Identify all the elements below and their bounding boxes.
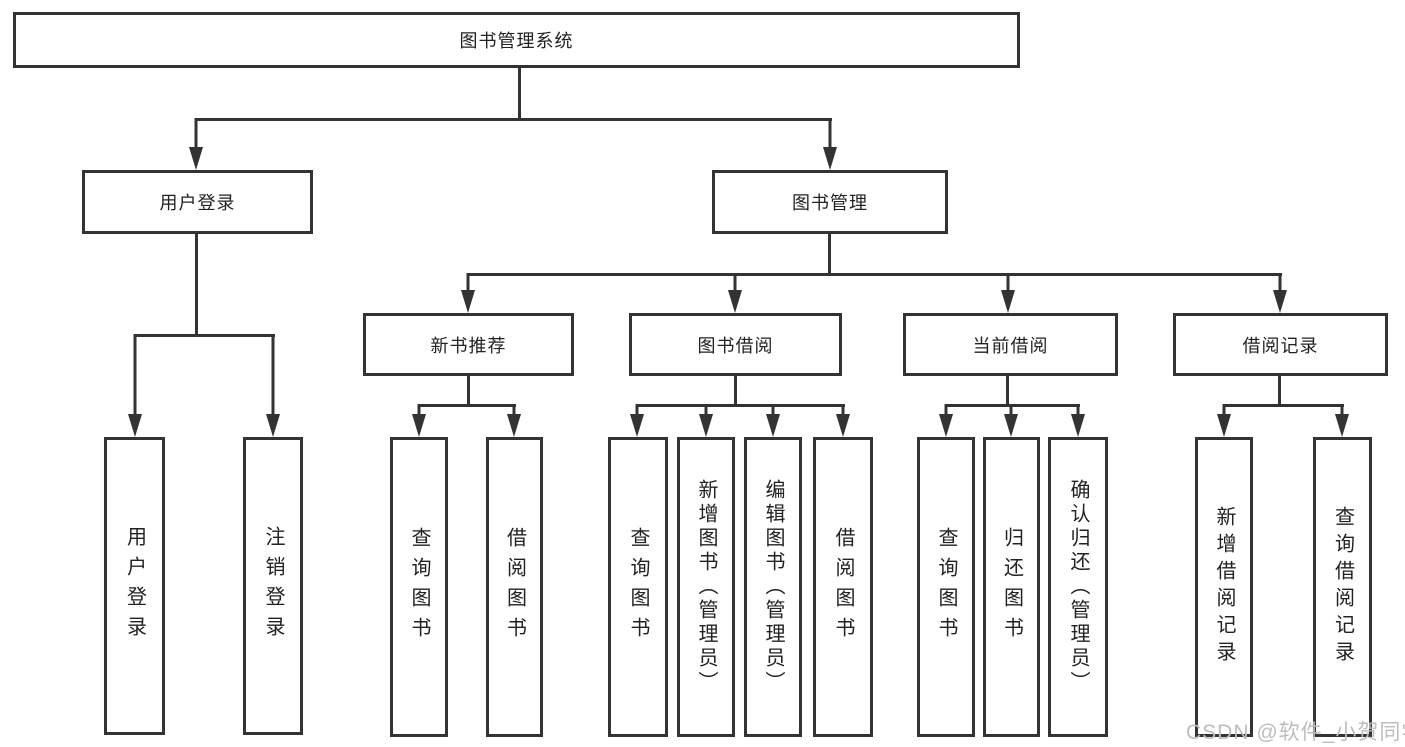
leaf-confirm-return-admin-label: 确认归还（管理员） bbox=[1067, 479, 1089, 695]
arrow-down-borrow-records bbox=[1273, 273, 1287, 313]
leaf-logout: 注销登录 bbox=[243, 437, 303, 735]
leaf-borrow-book-1: 借阅图书 bbox=[486, 437, 543, 737]
leaf-borrow-book-2: 借阅图书 bbox=[813, 437, 873, 737]
connector-user-login-stem bbox=[195, 234, 198, 337]
arrow-down-return-book bbox=[1004, 404, 1018, 437]
arrow-down-user-login bbox=[189, 118, 203, 170]
leaf-user-login: 用户登录 bbox=[104, 437, 165, 735]
leaf-add-book-admin: 新增图书（管理员） bbox=[677, 437, 735, 737]
leaf-return-book: 归还图书 bbox=[983, 437, 1040, 737]
arrow-down-add-record bbox=[1217, 404, 1231, 437]
connector-current-stem bbox=[1006, 376, 1009, 407]
connector-user-login-bar bbox=[134, 334, 275, 337]
leaf-return-book-label: 归还图书 bbox=[1000, 527, 1023, 647]
leaf-query-book-2-label: 查询图书 bbox=[627, 527, 649, 647]
leaf-borrow-book-2-label: 借阅图书 bbox=[832, 527, 854, 647]
connector-root-stem bbox=[518, 68, 521, 121]
leaf-query-borrow-record-label: 查询借阅记录 bbox=[1331, 506, 1354, 668]
connector-book-mgmt-bar bbox=[467, 273, 1282, 276]
leaf-add-borrow-record: 新增借阅记录 bbox=[1195, 437, 1253, 737]
arrow-down-confirm-return bbox=[1071, 404, 1085, 437]
leaf-query-book-3-label: 查询图书 bbox=[935, 527, 957, 647]
arrow-down-leaf-login bbox=[128, 334, 142, 437]
node-current-borrowing: 当前借阅 bbox=[903, 313, 1118, 376]
leaf-query-book-1-label: 查询图书 bbox=[408, 527, 430, 647]
leaf-query-book-1: 查询图书 bbox=[390, 437, 448, 737]
arrow-down-book-mgmt bbox=[823, 118, 837, 170]
connector-records-stem bbox=[1278, 376, 1281, 407]
node-borrowing-records: 借阅记录 bbox=[1173, 313, 1388, 376]
leaf-user-login-label: 用户登录 bbox=[123, 526, 146, 646]
leaf-logout-label: 注销登录 bbox=[262, 526, 284, 646]
connector-book-mgmt-stem bbox=[828, 234, 831, 275]
connector-new-rec-bar bbox=[418, 404, 516, 407]
arrow-down-edit-book bbox=[766, 404, 780, 437]
connector-book-borrow-bar bbox=[637, 404, 845, 407]
leaf-query-book-3: 查询图书 bbox=[917, 437, 975, 737]
leaf-edit-book-admin: 编辑图书（管理员） bbox=[744, 437, 802, 737]
leaf-borrow-book-1-label: 借阅图书 bbox=[503, 527, 526, 647]
arrow-down-query-book-3 bbox=[939, 404, 953, 437]
arrow-down-borrow-book-1 bbox=[507, 404, 521, 437]
arrow-down-add-book bbox=[699, 404, 713, 437]
arrow-down-current-borrow bbox=[1001, 273, 1015, 313]
leaf-add-book-admin-label: 新增图书（管理员） bbox=[695, 479, 717, 695]
node-book-management: 图书管理 bbox=[712, 170, 948, 234]
connector-new-rec-stem bbox=[467, 376, 470, 407]
node-book-borrowing: 图书借阅 bbox=[629, 313, 842, 376]
node-new-book-recommend: 新书推荐 bbox=[363, 313, 574, 376]
node-user-login: 用户登录 bbox=[82, 170, 313, 234]
connector-records-bar bbox=[1223, 404, 1344, 407]
leaf-add-borrow-record-label: 新增借阅记录 bbox=[1213, 506, 1235, 668]
node-root-system: 图书管理系统 bbox=[13, 12, 1020, 68]
arrow-down-book-borrow bbox=[728, 273, 742, 313]
csdn-watermark: CSDN @软件_小贺同学 bbox=[1186, 721, 1405, 744]
arrow-down-leaf-logout bbox=[266, 334, 280, 437]
connector-book-borrow-stem bbox=[734, 376, 737, 407]
leaf-query-borrow-record: 查询借阅记录 bbox=[1313, 437, 1372, 737]
leaf-confirm-return-admin: 确认归还（管理员） bbox=[1048, 437, 1108, 737]
connector-root-bar bbox=[196, 118, 832, 121]
arrow-down-query-book-1 bbox=[412, 404, 426, 437]
leaf-edit-book-admin-label: 编辑图书（管理员） bbox=[762, 479, 784, 695]
arrow-down-new-rec bbox=[461, 273, 475, 313]
arrow-down-borrow-book-2 bbox=[836, 404, 850, 437]
arrow-down-query-record bbox=[1335, 404, 1349, 437]
arrow-down-query-book-2 bbox=[630, 404, 644, 437]
leaf-query-book-2: 查询图书 bbox=[608, 437, 668, 737]
